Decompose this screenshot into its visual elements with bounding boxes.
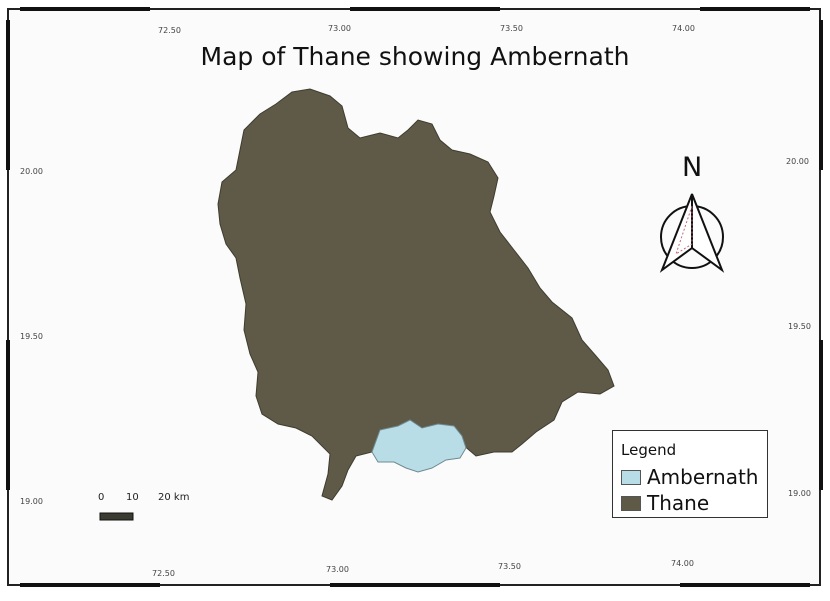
top-tick-label: 74.00 bbox=[672, 24, 695, 33]
bottom-tick-label: 74.00 bbox=[671, 559, 694, 568]
frame-edge-bottom-left bbox=[20, 583, 160, 587]
legend-item-thane: Thane bbox=[621, 491, 709, 515]
bottom-tick-label: 72.50 bbox=[152, 569, 175, 578]
left-tick-label: 19.50 bbox=[20, 332, 43, 341]
frame-edge-bottom-right bbox=[680, 583, 810, 587]
right-tick-label: 19.00 bbox=[788, 489, 811, 498]
frame-edge-left-top bbox=[6, 20, 10, 170]
legend-label: Thane bbox=[647, 491, 710, 515]
north-label: N bbox=[682, 152, 703, 183]
frame-edge-top-right bbox=[700, 7, 810, 11]
scale-label: 10 bbox=[126, 492, 139, 503]
bottom-tick-label: 73.00 bbox=[326, 565, 349, 574]
frame-edge-bottom-mid bbox=[330, 583, 500, 587]
top-tick-label: 73.50 bbox=[500, 24, 523, 33]
left-tick-label: 20.00 bbox=[20, 167, 43, 176]
left-tick-label: 19.00 bbox=[20, 497, 43, 506]
legend-swatch-thane bbox=[621, 495, 641, 511]
thane-district-region bbox=[217, 88, 615, 501]
map-title: Map of Thane showing Ambernath bbox=[200, 42, 630, 71]
frame-edge-top-mid bbox=[350, 7, 500, 11]
right-tick-label: 19.50 bbox=[788, 322, 811, 331]
legend-label: Ambernath bbox=[647, 465, 759, 489]
right-tick-label: 20.00 bbox=[786, 157, 809, 166]
frame-edge-right-top bbox=[819, 20, 823, 170]
legend-title: Legend bbox=[621, 441, 677, 459]
frame-edge-top-left bbox=[20, 7, 150, 11]
frame-edge-right-bottom bbox=[819, 340, 823, 490]
north-arrow-icon bbox=[659, 193, 725, 273]
scale-label: 20 km bbox=[158, 492, 190, 503]
bottom-tick-label: 73.50 bbox=[498, 562, 521, 571]
top-tick-label: 72.50 bbox=[158, 26, 181, 35]
scale-bar bbox=[99, 512, 134, 521]
ambernath-region bbox=[371, 419, 467, 473]
scale-label: 0 bbox=[98, 492, 105, 503]
top-tick-label: 73.00 bbox=[328, 24, 351, 33]
legend-item-ambernath: Ambernath bbox=[621, 465, 758, 489]
legend-box: Legend Ambernath Thane bbox=[612, 430, 768, 518]
frame-edge-left-bottom bbox=[6, 340, 10, 490]
legend-swatch-ambernath bbox=[621, 469, 641, 485]
